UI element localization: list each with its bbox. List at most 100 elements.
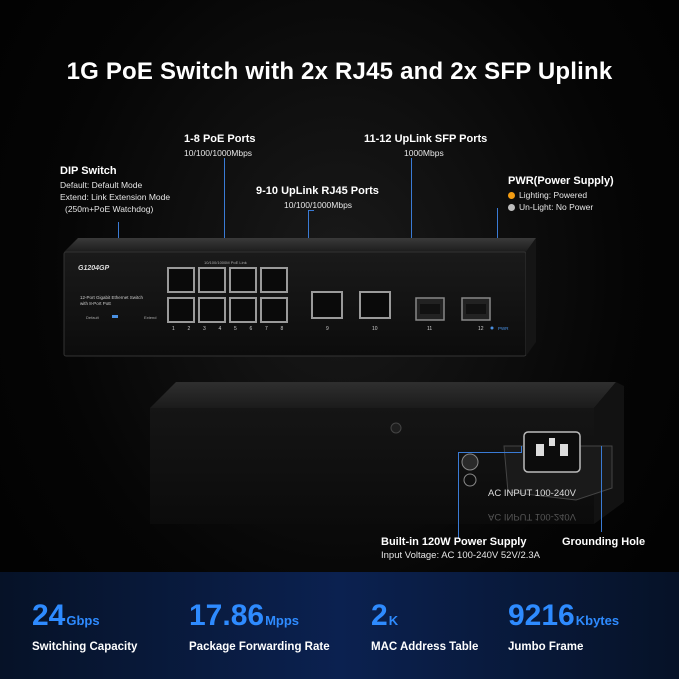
sfp-port-11-slot [420,304,440,314]
switch-front-panel [63,251,527,357]
poe-port [229,297,257,323]
rj45-ports-title: 9-10 UpLink RJ45 Ports [256,185,379,197]
dip-switch-title: DIP Switch [60,165,117,177]
stat-unit: K [388,613,399,628]
sfp-ports-title: 11-12 UpLink SFP Ports [364,133,488,145]
port-12-label: 12 [478,326,484,332]
dip-default-label: Default [86,315,100,320]
sfp-callout-line [411,158,412,300]
pwr-title: PWR(Power Supply) [508,175,614,187]
power-supply-spec: Input Voltage: AC 100-240V 52V/2.3A [381,550,540,561]
stat-jumbo-frame: 9216Kbytes Jumbo Frame [508,599,620,654]
uplink-rj45-group [311,291,391,319]
specs-band [0,572,679,679]
poe-ports-title: 1-8 PoE Ports [184,133,256,145]
poe-port [198,267,226,293]
device-desc-2: with 8-Port PoE [80,301,111,306]
power-supply-title: Built-in 120W Power Supply [381,536,527,548]
rj45-port-9 [311,291,343,319]
pwr-on-text: Lighting: Powered [519,190,588,200]
switch-rear-illustration: AC INPUT 100-240V AC INPUT 100-240V [150,382,624,524]
dip-extend-detail: (250m+PoE Watchdog) [65,204,154,214]
grounding-hole-label: Grounding Hole [562,536,646,548]
pwr-led-icon [490,326,494,330]
rj45-ports-callout: 9-10 UpLink RJ45 Ports 10/100/1000Mbps [256,185,379,211]
stat-label: Jumbo Frame [508,641,584,653]
switch-front-illustration: G1204GP 12-Port Gigabit Ethernet Switch … [63,238,536,357]
poe-port-number: 7 [265,326,268,332]
ac-input-mirror: AC INPUT 100-240V [488,511,577,522]
poe-port [167,267,195,293]
stat-unit: Gbps [66,613,100,628]
dip-extend-text: Extend: Link Extension Mode [60,192,171,202]
stat-label: Package Forwarding Rate [189,641,330,653]
poe-port [260,267,288,293]
power-supply-callout-top [458,452,522,453]
port-9-label: 9 [326,326,329,332]
stat-unit: Mpps [265,613,300,628]
poe-port-number: 2 [188,326,191,332]
rj45-callout-tick [308,210,314,211]
ac-input-label: AC INPUT 100-240V [488,488,577,499]
poe-port [198,297,226,323]
poe-port-number: 8 [281,326,284,332]
switch-side-face [526,238,536,356]
rj45-ports-speed: 10/100/1000Mbps [284,200,353,210]
pwr-callout: PWR(Power Supply) Lighting: Powered Un-L… [508,175,614,213]
pwr-off-dot-icon [508,204,515,211]
stat-switching-capacity: 24Gbps Switching Capacity [32,599,138,654]
stat-value: 17.86 [189,599,265,632]
dip-default-text: Default: Default Mode [60,180,143,190]
stat-value: 24 [32,599,66,632]
poe-port-number: 4 [219,326,222,332]
socket-pin-left [536,444,544,456]
pwr-on-dot-icon [508,192,515,199]
poe-port-number: 3 [203,326,206,332]
stat-forwarding-rate: 17.86Mpps Package Forwarding Rate [189,599,330,654]
device-desc-1: 12-Port Gigabit Ethernet Switch [80,295,144,300]
sfp-ports-speed: 1000Mbps [404,148,444,158]
power-supply-callout-line [458,452,459,538]
poe-ports-callout: 1-8 PoE Ports 10/100/1000Mbps [184,133,256,159]
poe-port [167,297,195,323]
stat-label: MAC Address Table [371,641,479,653]
port-10-label: 10 [372,326,378,332]
pwr-off-text: Un-Light: No Power [519,202,594,212]
rj45-port-10 [359,291,391,319]
stat-value: 2 [371,599,388,632]
poe-port-number: 1 [172,326,175,332]
poe-port-number: 6 [250,326,253,332]
dip-switch-callout: DIP Switch Default: Default Mode Extend:… [60,165,170,215]
stat-unit: Kbytes [575,613,620,628]
sfp-group [415,297,491,321]
sfp-ports-callout: 11-12 UpLink SFP Ports 1000Mbps [364,133,487,159]
power-supply-callout-tick [521,446,522,452]
dip-extend-label: Extend [144,315,156,320]
stat-mac-table: 2K MAC Address Table [371,599,479,654]
dip-switch-icon [112,315,118,318]
switch-top-face [64,238,536,252]
pwr-label: PWR [498,326,509,331]
port-11-label: 11 [427,326,432,332]
poe-port [260,297,288,323]
port-number-row: 1 2 3 4 5 6 7 8 [172,326,284,332]
rear-top-face [150,382,616,408]
screw-icon [390,422,402,434]
socket-pin-right [560,444,568,456]
ground-symbol-icon [463,473,477,487]
device-model: G1204GP [78,265,109,272]
socket-pin-top [549,438,555,446]
ac-power-socket-icon [523,431,581,473]
poe-callout-line [224,158,225,264]
stat-value: 9216 [508,599,575,632]
stat-label: Switching Capacity [32,641,138,653]
page-title: 1G PoE Switch with 2x RJ45 and 2x SFP Up… [66,58,613,85]
grounding-screw-icon [461,453,479,471]
sfp-port-12-slot [466,304,486,314]
power-supply-callout: Built-in 120W Power Supply Input Voltage… [381,536,540,562]
poe-port [229,267,257,293]
poe-port-number: 5 [234,326,237,332]
poe-ports-speed: 10/100/1000Mbps [184,148,253,158]
grounding-callout-line [601,446,602,532]
